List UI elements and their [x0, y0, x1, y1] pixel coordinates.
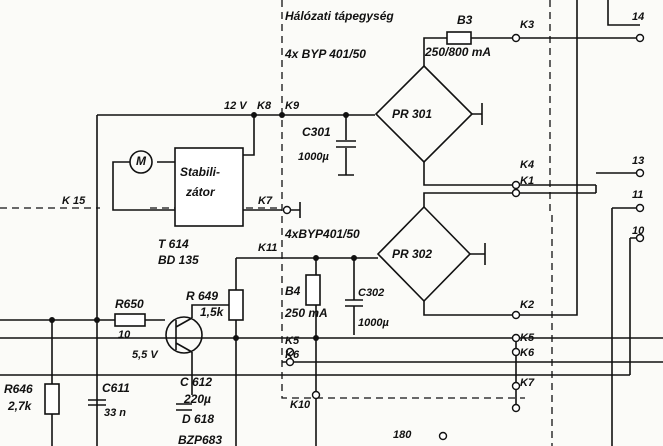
r649-value: 1,5k: [200, 305, 224, 319]
k7-left-label: K7: [258, 195, 273, 207]
t614-label: T 614: [158, 237, 189, 251]
pin-10-label: 10: [632, 225, 645, 237]
pr302-label: PR 302: [392, 247, 433, 261]
k3-label: K3: [520, 19, 535, 31]
connector-lines: [0, 33, 663, 446]
d618-label: D 618: [182, 412, 215, 426]
c611-label: C611: [102, 381, 130, 395]
b4-value: 250 mA: [285, 306, 328, 320]
pin-13-label: 13: [632, 155, 645, 167]
pin-14-label: 14: [632, 11, 645, 23]
k5-left-label: K5: [285, 335, 300, 347]
r649-label: R 649: [186, 289, 219, 303]
k9-label: K9: [285, 100, 300, 112]
k15-label: K 15: [62, 195, 86, 207]
k11-label: K11: [258, 242, 278, 254]
r650-value: 10: [118, 329, 131, 341]
bridge-pr302: [376, 0, 640, 320]
k6-right-label: K6: [520, 347, 535, 359]
r650-label: R650: [115, 297, 144, 311]
c611-value: 33 n: [104, 407, 127, 419]
k8-label: K8: [257, 100, 272, 112]
b4-label: B4: [285, 284, 301, 298]
c612-value: 220µ: [184, 392, 211, 406]
voltage-5v5-label: 5,5 V: [132, 349, 158, 361]
capacitor-c301: [336, 115, 356, 176]
bridge1-type: 4x BYP 401/50: [285, 47, 366, 61]
supply-title: Hálózati tápegység: [285, 9, 394, 23]
k4-label: K4: [520, 159, 535, 171]
rail-2: [236, 255, 378, 446]
transistor-stage: [0, 258, 244, 446]
r646-label: R646: [4, 382, 33, 396]
k6-left-label: K6: [285, 349, 300, 361]
k5-right-label: K5: [520, 332, 535, 344]
c301-value: 1000µ: [298, 151, 329, 163]
c302-label: C302: [358, 287, 385, 299]
bridge2-type: 4xBYP401/50: [285, 227, 360, 241]
k10-label: K10: [290, 399, 311, 411]
c612-label: C 612: [180, 375, 213, 389]
r646-value: 2,7k: [8, 399, 32, 413]
bzp-label: BZP683: [178, 433, 223, 446]
fuse-b3-label: B3: [457, 13, 473, 27]
motor-label: M: [136, 154, 146, 168]
stabilizer-label-1: Stabili-: [180, 165, 221, 179]
pr301-label: PR 301: [392, 107, 433, 121]
bridge-pr301: [374, 31, 640, 190]
c301-label: C301: [302, 125, 331, 139]
stabilizer-block: [112, 147, 301, 227]
c302-value: 1000µ: [358, 317, 389, 329]
k1-label: K1: [520, 175, 535, 187]
fuse-b3-value: 250/800 mA: [425, 45, 492, 59]
v12-label: 12 V: [224, 100, 247, 112]
page-number: 180: [393, 429, 412, 441]
power-supply-boundary: [0, 0, 553, 446]
bd135-label: BD 135: [158, 253, 199, 267]
pin-11-label: 11: [632, 189, 644, 201]
k7-right-label: K7: [520, 377, 535, 389]
stabilizer-label-2: zátor: [186, 185, 215, 199]
hole-mark-icon: [438, 431, 448, 441]
k2-label: K2: [520, 299, 535, 311]
